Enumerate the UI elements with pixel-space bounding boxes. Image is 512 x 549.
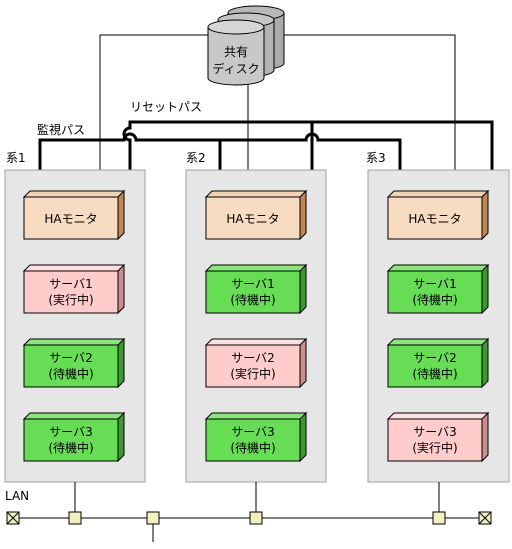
svg-text:HAモニタ: HAモニタ <box>44 212 97 226</box>
shared-disk-icon <box>207 5 285 86</box>
ha-monitor-box: HAモニタ <box>386 189 490 241</box>
server-box-2: サーバ2 (実行中) <box>204 337 308 389</box>
svg-text:(待機中): (待機中) <box>230 292 275 307</box>
server-box-1: サーバ1 (実行中) <box>22 263 126 315</box>
ha-monitor-box: HAモニタ <box>22 189 126 241</box>
svg-text:サーバ3: サーバ3 <box>231 425 275 439</box>
svg-text:サーバ3: サーバ3 <box>49 425 93 439</box>
lan-node <box>249 511 263 525</box>
lan-nodes <box>68 511 446 525</box>
svg-text:(実行中): (実行中) <box>412 440 457 455</box>
svg-text:(待機中): (待機中) <box>412 292 457 307</box>
system-label-1: 系1 <box>6 151 26 165</box>
system-label-3: 系3 <box>366 151 386 165</box>
server-box-2: サーバ2 (待機中) <box>386 337 490 389</box>
svg-text:HAモニタ: HAモニタ <box>408 212 461 226</box>
svg-text:(待機中): (待機中) <box>48 366 93 381</box>
svg-text:サーバ2: サーバ2 <box>49 351 93 365</box>
svg-text:(待機中): (待機中) <box>230 440 275 455</box>
monitor-path-label: 監視パス <box>37 122 85 137</box>
svg-text:(実行中): (実行中) <box>48 292 93 307</box>
server-box-2: サーバ2 (待機中) <box>22 337 126 389</box>
system-3: HAモニタ サーバ1 (待機中) サーバ2 (待機中) サーバ3 (実行中) <box>367 169 510 483</box>
reset-path-label: リセットパス <box>130 100 202 114</box>
svg-text:サーバ1: サーバ1 <box>413 277 457 291</box>
svg-text:サーバ2: サーバ2 <box>413 351 457 365</box>
svg-text:サーバ2: サーバ2 <box>231 351 275 365</box>
lan-node <box>146 511 160 525</box>
server-box-3: サーバ3 (待機中) <box>204 411 308 463</box>
svg-text:HAモニタ: HAモニタ <box>226 212 279 226</box>
server-box-1: サーバ1 (待機中) <box>204 263 308 315</box>
lan-terminator-left <box>6 511 20 525</box>
disk-label-line1: 共有 <box>224 45 248 59</box>
system-1: HAモニタ サーバ1 (実行中) サーバ2 (待機中) サーバ3 (待機中) <box>4 169 146 483</box>
disk-label-line2: ディスク <box>212 61 259 76</box>
svg-text:(実行中): (実行中) <box>230 366 275 381</box>
system-label-2: 系2 <box>186 151 206 165</box>
lan-node <box>68 511 82 525</box>
path-lines <box>38 120 494 170</box>
ha-monitor-box: HAモニタ <box>204 189 308 241</box>
svg-text:(待機中): (待機中) <box>412 366 457 381</box>
disk-connection-lines <box>99 34 456 170</box>
server-box-3: サーバ3 (実行中) <box>386 411 490 463</box>
svg-text:(待機中): (待機中) <box>48 440 93 455</box>
lan-label: LAN <box>5 489 29 503</box>
server-box-3: サーバ3 (待機中) <box>22 411 126 463</box>
svg-text:サーバ3: サーバ3 <box>413 425 457 439</box>
svg-text:サーバ1: サーバ1 <box>49 277 93 291</box>
lan-terminator-right <box>478 511 492 525</box>
lan-node <box>432 511 446 525</box>
system-2: HAモニタ サーバ1 (待機中) サーバ2 (実行中) サーバ3 (待機中) <box>185 169 327 483</box>
server-box-1: サーバ1 (待機中) <box>386 263 490 315</box>
reset-path <box>122 120 494 170</box>
svg-text:サーバ1: サーバ1 <box>231 277 275 291</box>
